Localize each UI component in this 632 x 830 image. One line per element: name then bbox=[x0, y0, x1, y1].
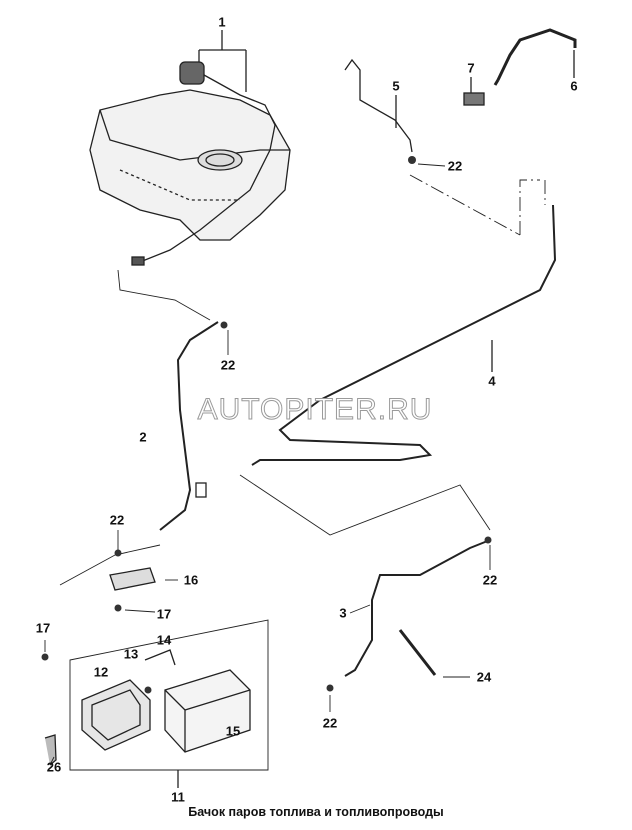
callout-1: 1 bbox=[218, 14, 226, 30]
callout-13: 13 bbox=[123, 646, 139, 662]
callout-15: 15 bbox=[225, 723, 241, 739]
callout-7: 7 bbox=[467, 60, 475, 76]
callout-17: 17 bbox=[156, 606, 172, 622]
callout-11: 11 bbox=[171, 789, 185, 805]
fuel-line-3 bbox=[59, 474, 491, 677]
callout-14: 14 bbox=[156, 632, 172, 648]
upper-hoses bbox=[344, 28, 577, 153]
leader-lines bbox=[44, 163, 491, 766]
callout-12: 12 bbox=[93, 664, 109, 680]
callout-22: 22 bbox=[109, 512, 125, 528]
callout-24: 24 bbox=[476, 669, 492, 685]
watermark: AUTOPITER.RU bbox=[197, 393, 433, 427]
fasteners bbox=[41, 156, 492, 694]
fuel-line-4 bbox=[251, 174, 557, 466]
callout-2: 2 bbox=[139, 429, 147, 445]
callout-6: 6 bbox=[570, 78, 578, 94]
fuel-tank bbox=[89, 89, 291, 241]
callout-22: 22 bbox=[322, 715, 338, 731]
callout-5: 5 bbox=[392, 78, 400, 94]
vent-valve-assembly bbox=[131, 30, 276, 266]
cable-tie-24 bbox=[398, 629, 437, 676]
canister-assembly-11 bbox=[44, 619, 269, 788]
callout-22: 22 bbox=[220, 357, 236, 373]
callout-17: 17 bbox=[35, 620, 51, 636]
fuel-line-2 bbox=[117, 269, 219, 531]
callout-26: 26 bbox=[46, 759, 62, 775]
callout-4: 4 bbox=[488, 373, 496, 389]
callout-22: 22 bbox=[447, 158, 463, 174]
diagram-caption: Бачок паров топлива и топливопроводы bbox=[188, 805, 444, 819]
bracket-16 bbox=[109, 567, 156, 591]
callout-22: 22 bbox=[482, 572, 498, 588]
callout-16: 16 bbox=[183, 572, 199, 588]
callout-3: 3 bbox=[339, 605, 347, 621]
